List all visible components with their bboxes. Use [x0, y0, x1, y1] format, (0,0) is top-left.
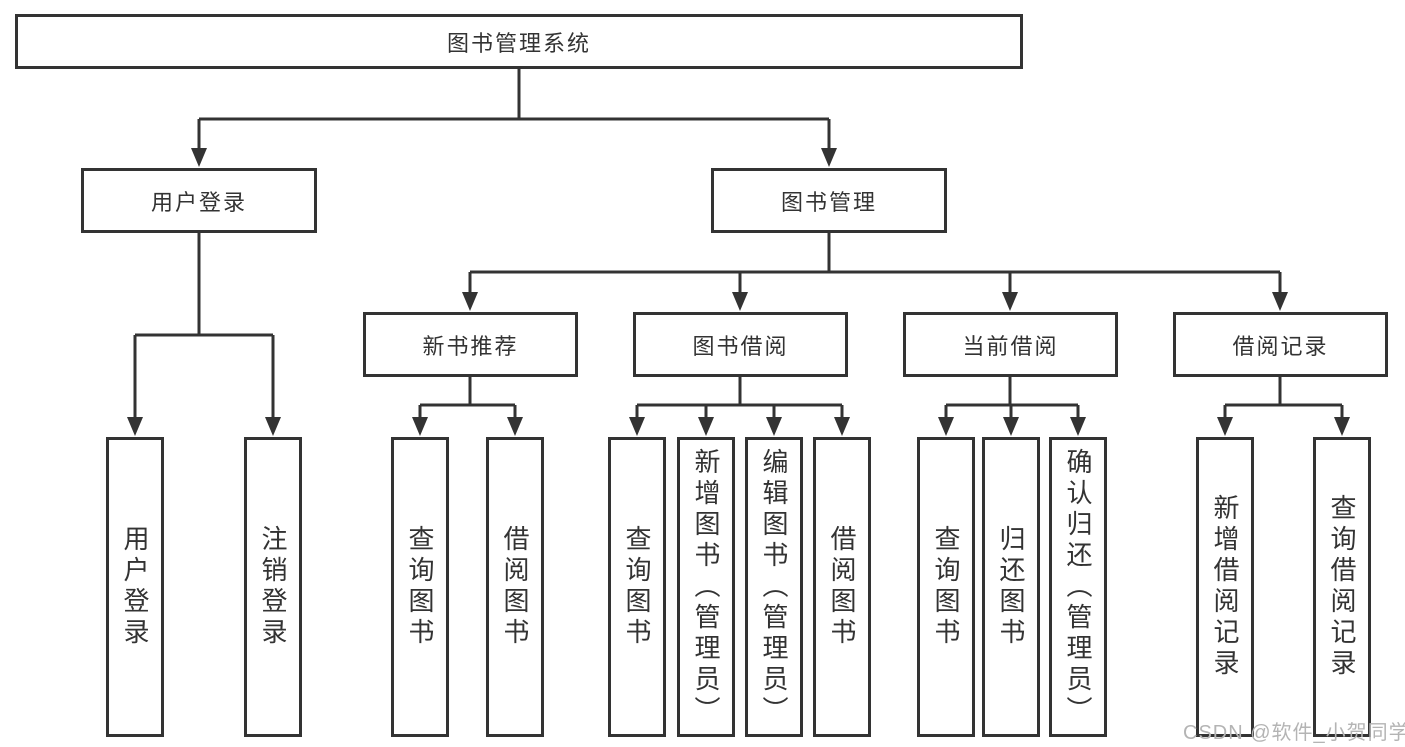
leaf-records-query: 查询借阅记录 [1313, 437, 1371, 737]
arrowhead-icon [1334, 417, 1350, 436]
arrowhead-icon [938, 417, 954, 436]
leaf-user-login-label: 用户登录 [120, 525, 150, 649]
leaf-borrow-query: 查询图书 [608, 437, 666, 737]
leaf-records-query-label: 查询借阅记录 [1327, 494, 1357, 680]
leaf-borrow-add-admin: 新增图书（管理员） [677, 437, 735, 737]
node-borrow-records: 借阅记录 [1173, 312, 1388, 377]
arrowhead-icon [127, 417, 143, 436]
leaf-current-confirm-admin-label: 确认归还（管理员） [1063, 447, 1093, 727]
arrowhead-icon [629, 417, 645, 436]
arrowhead-icon [191, 148, 207, 167]
leaf-current-query-label: 查询图书 [931, 525, 961, 649]
node-root: 图书管理系统 [15, 14, 1023, 69]
node-book-management-label: 图书管理 [780, 189, 877, 215]
leaf-current-return-label: 归还图书 [996, 525, 1026, 649]
arrowhead-icon [1272, 292, 1288, 311]
leaf-newbook-query-label: 查询图书 [405, 525, 435, 649]
csdn-watermark: CSDN @软件_小贺同学 [1183, 722, 1405, 744]
leaf-logout-label: 注销登录 [258, 525, 288, 649]
arrowhead-icon [462, 292, 478, 311]
arrowhead-icon [766, 417, 782, 436]
arrowhead-icon [265, 417, 281, 436]
node-root-label: 图书管理系统 [446, 30, 591, 56]
leaf-records-add: 新增借阅记录 [1196, 437, 1254, 737]
node-book-management: 图书管理 [711, 168, 947, 233]
arrowhead-icon [1217, 417, 1233, 436]
node-new-book-recommend: 新书推荐 [363, 312, 578, 377]
arrowhead-icon [732, 292, 748, 311]
node-book-borrow-label: 图书借阅 [692, 333, 789, 359]
arrowhead-icon [1003, 417, 1019, 436]
leaf-current-confirm-admin: 确认归还（管理员） [1049, 437, 1107, 737]
leaf-newbook-borrow: 借阅图书 [486, 437, 544, 737]
leaf-newbook-borrow-label: 借阅图书 [500, 525, 530, 649]
arrowhead-icon [1002, 292, 1018, 311]
leaf-borrow-borrow-label: 借阅图书 [827, 525, 857, 649]
leaf-current-return: 归还图书 [982, 437, 1040, 737]
connector-paths [133, 69, 1344, 419]
leaf-borrow-edit-admin: 编辑图书（管理员） [745, 437, 803, 737]
leaf-borrow-query-label: 查询图书 [622, 525, 652, 649]
leaf-borrow-add-admin-label: 新增图书（管理员） [691, 447, 721, 727]
arrowhead-icon [698, 417, 714, 436]
leaf-borrow-edit-admin-label: 编辑图书（管理员） [759, 447, 789, 727]
leaf-records-add-label: 新增借阅记录 [1210, 494, 1240, 680]
node-book-borrow: 图书借阅 [633, 312, 848, 377]
node-user-login-label: 用户登录 [150, 189, 247, 215]
arrowhead-icon [507, 417, 523, 436]
arrowhead-icon [821, 148, 837, 167]
node-current-borrow-label: 当前借阅 [962, 333, 1059, 359]
arrowhead-icon [1070, 417, 1086, 436]
arrowhead-icon [412, 417, 428, 436]
leaf-user-login: 用户登录 [106, 437, 164, 737]
leaf-newbook-query: 查询图书 [391, 437, 449, 737]
node-new-book-recommend-label: 新书推荐 [422, 333, 519, 359]
node-user-login: 用户登录 [81, 168, 317, 233]
arrowheads [127, 148, 1350, 436]
leaf-logout: 注销登录 [244, 437, 302, 737]
leaf-current-query: 查询图书 [917, 437, 975, 737]
node-current-borrow: 当前借阅 [903, 312, 1118, 377]
leaf-borrow-borrow: 借阅图书 [813, 437, 871, 737]
arrowhead-icon [834, 417, 850, 436]
node-borrow-records-label: 借阅记录 [1232, 333, 1329, 359]
